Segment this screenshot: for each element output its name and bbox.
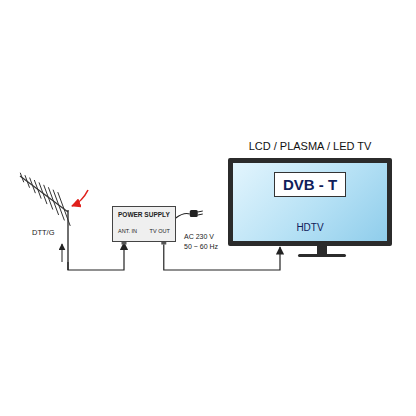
antenna-cable: [68, 243, 124, 270]
screen-badge: DVB - T: [274, 172, 346, 197]
antenna-label: DTT/G: [32, 228, 55, 237]
port-connector: [122, 242, 127, 245]
badge-text: DVB - T: [283, 176, 337, 193]
tv-set: LCD / PLASMA / LED TVHDTVDVB - T: [228, 158, 392, 246]
power-supply-box: POWER SUPPLY ANT. IN TV OUT: [112, 206, 176, 242]
port-label: TV OUT: [150, 228, 170, 234]
port-label: ANT. IN: [118, 228, 137, 234]
pointer-arrow: [72, 190, 88, 206]
device-heading: LCD / PLASMA / LED TV: [249, 140, 372, 152]
power-plug: [176, 210, 203, 218]
frequency-label: 50 ~ 60 Hz: [184, 243, 218, 250]
signal-arrow: [62, 244, 63, 262]
format-label: HDTV: [233, 222, 387, 233]
antenna: [20, 173, 70, 270]
port-connector: [161, 242, 166, 245]
voltage-label: AC 230 V: [184, 233, 214, 240]
coax-cable: [164, 245, 280, 270]
box-title: POWER SUPPLY: [118, 211, 170, 218]
tv-stand: [298, 246, 346, 257]
